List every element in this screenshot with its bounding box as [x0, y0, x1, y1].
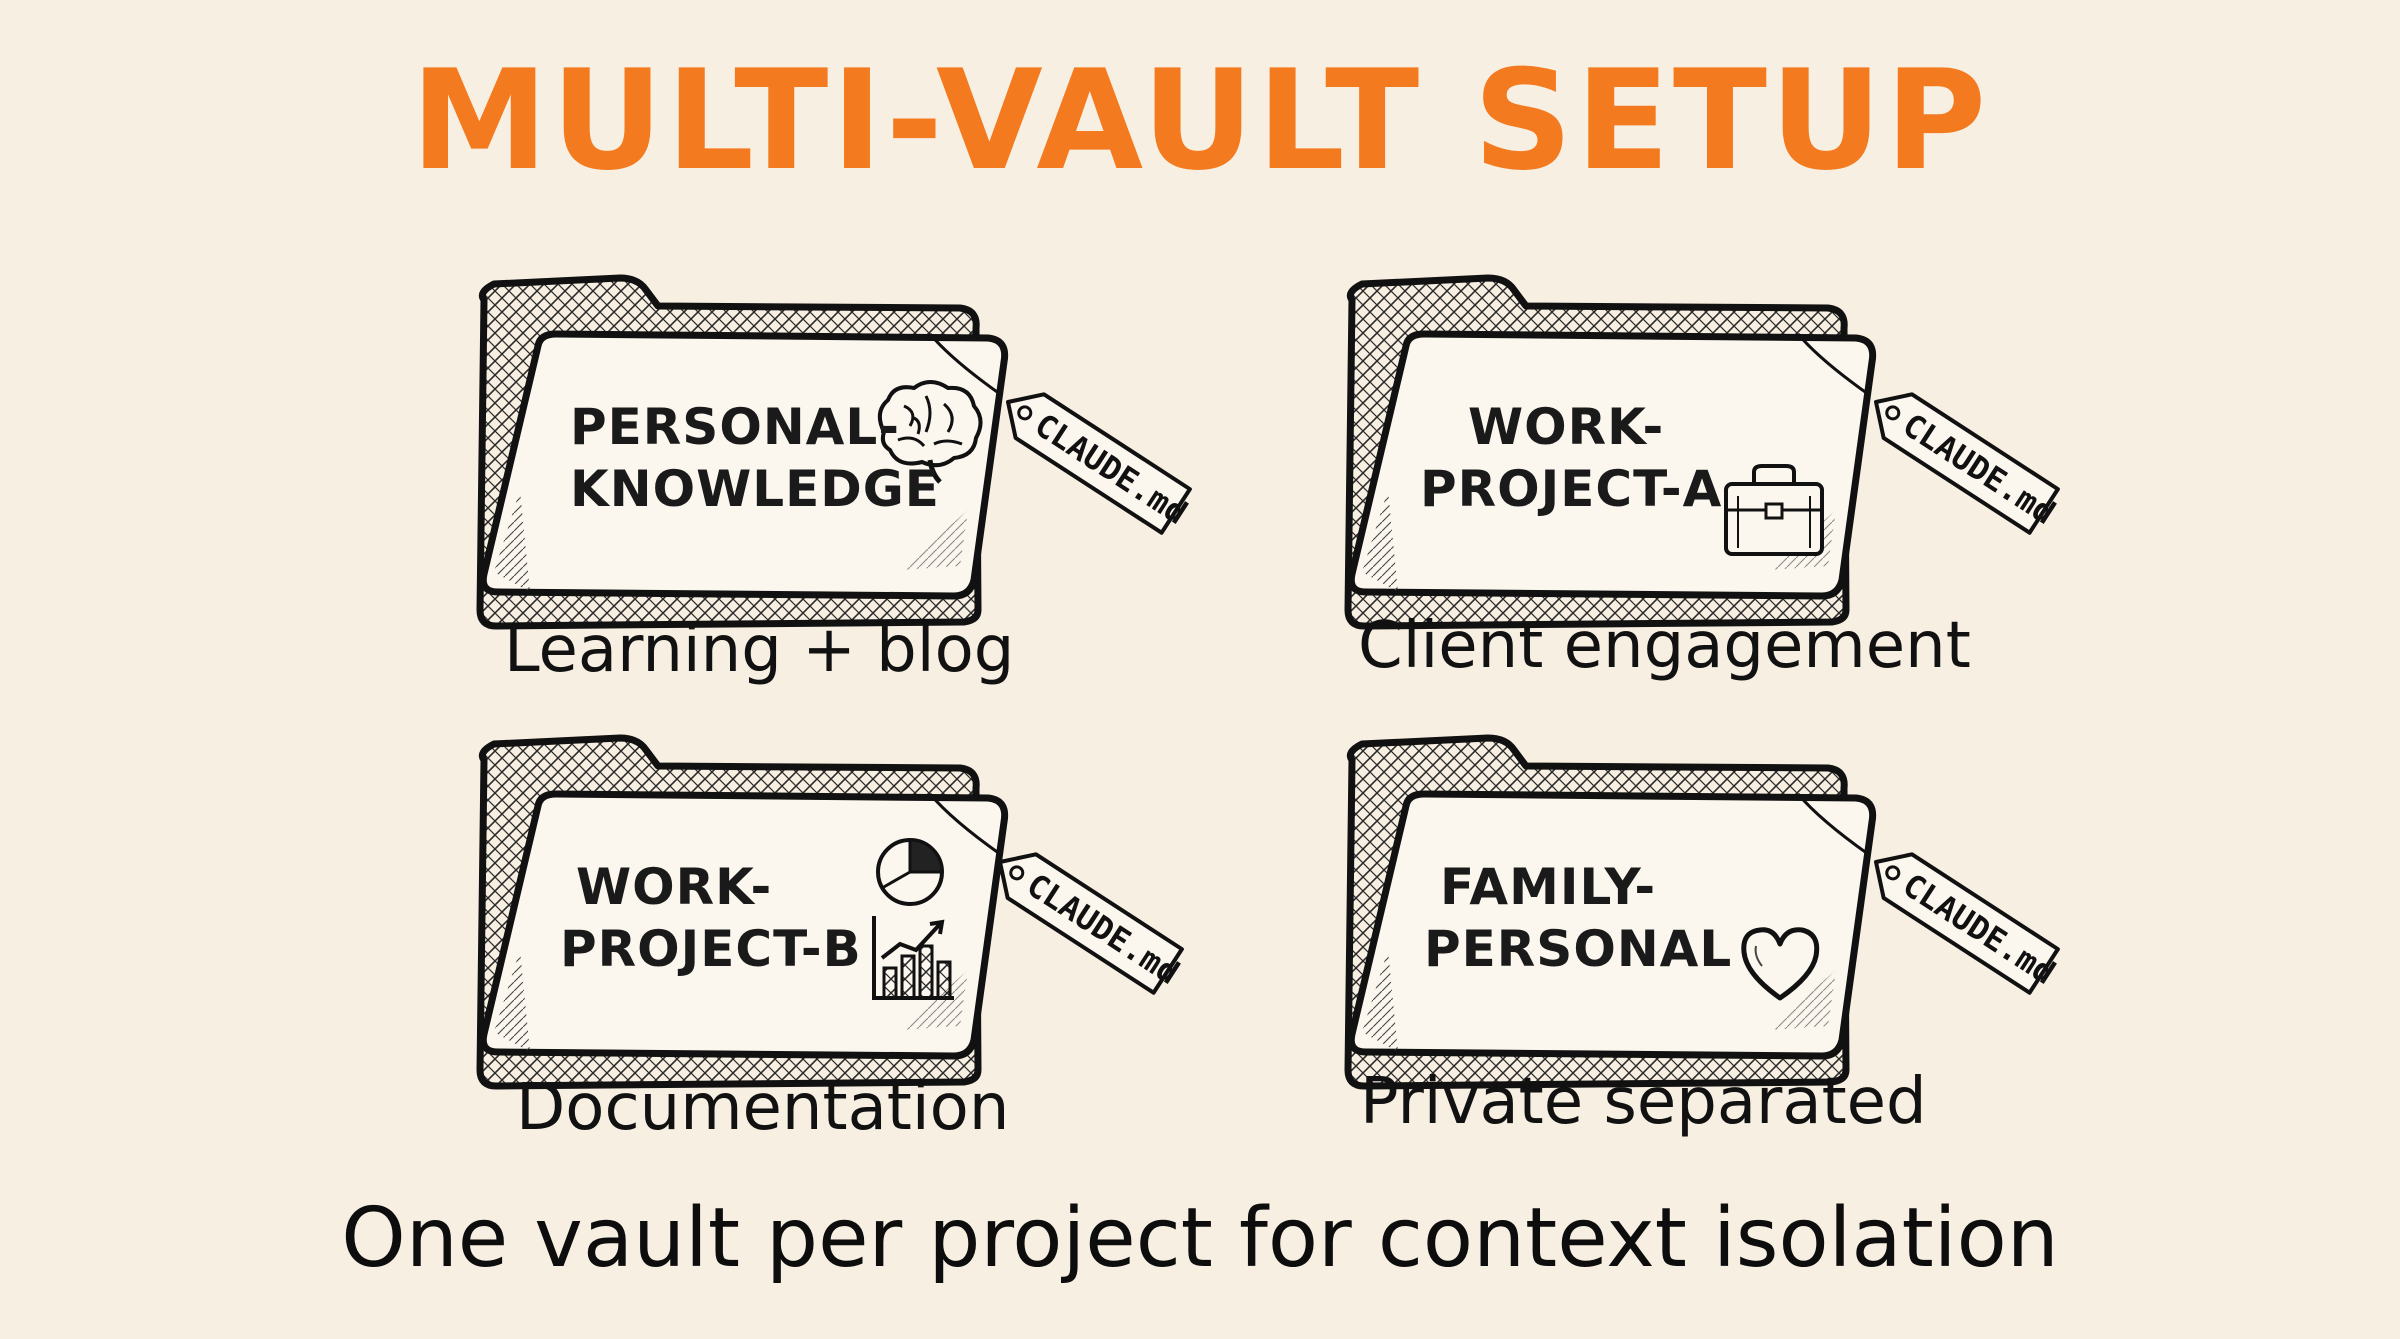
tag-label: CLAUDE.md [1028, 406, 1194, 532]
folder-icon: CLAUDE.md [1344, 734, 2062, 1090]
vault-caption: Private separated [1360, 1065, 1927, 1139]
folder-icon: CLAUDE.md [476, 274, 1194, 630]
vault-name-line: FAMILY- [1440, 858, 1657, 916]
vault-name-line: PROJECT-A [1420, 460, 1723, 518]
briefcase-icon [1724, 464, 1824, 556]
vault-name-line: PERSONAL- [570, 398, 900, 456]
folder-icon: CLAUDE.md [1344, 274, 2062, 630]
tag-label: CLAUDE.md [1020, 866, 1186, 992]
tag-label: CLAUDE.md [1896, 406, 2062, 532]
chart-icon [876, 838, 944, 906]
vault-caption: Learning + blog [504, 613, 1015, 687]
vault-name-line: PERSONAL [1424, 920, 1733, 978]
vault-name-line: PROJECT-B [560, 920, 862, 978]
vault-work-project-b[interactable]: CLAUDE.md WORK- PROJECT-B Documentation [460, 730, 1320, 1250]
tag-label: CLAUDE.md [1896, 866, 2062, 992]
vault-work-project-a[interactable]: CLAUDE.md WORK- PROJECT-A Client engagem… [1328, 270, 2188, 790]
heart-icon [1741, 927, 1820, 1001]
folder-icon: CLAUDE.md [476, 734, 1186, 1090]
vault-caption: Documentation [516, 1071, 1010, 1145]
footer-tagline: One vault per project for context isolat… [341, 1191, 2059, 1286]
vault-name-line: KNOWLEDGE [570, 460, 940, 518]
vault-name-line: WORK- [1468, 398, 1665, 456]
bar-chart-icon [872, 916, 954, 1000]
vault-family-personal[interactable]: CLAUDE.md FAMILY- PERSONAL Private separ… [1328, 730, 2188, 1250]
vault-personal-knowledge[interactable]: CLAUDE.md PERSONAL- KNOWLEDGE Learning +… [460, 270, 1320, 790]
brain-icon [877, 380, 983, 484]
vault-name-line: WORK- [576, 858, 773, 916]
page-title: MULTI-VAULT SETUP [410, 40, 1990, 201]
vault-caption: Client engagement [1358, 609, 1971, 683]
